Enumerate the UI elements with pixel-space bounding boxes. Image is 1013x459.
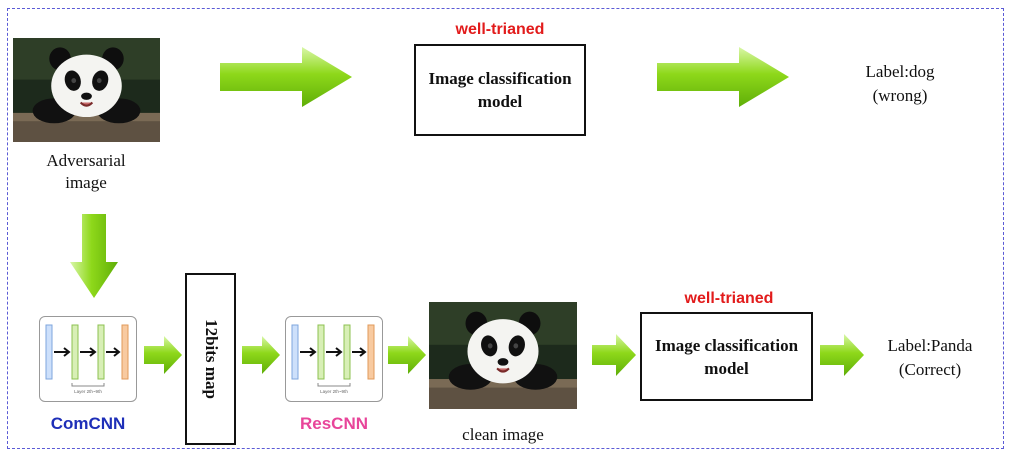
rescnn-network-diagram: Layer 2th~9th [285,316,383,402]
green-right-arrow-icon [590,332,638,378]
green-right-arrow-icon [142,334,184,376]
green-right-arrow-icon [218,45,354,109]
result-label-top: Label:dog [865,62,935,81]
result-note-top: (wrong) [872,86,928,105]
result-label-bottom: Label:Panda [887,336,973,355]
comcnn-network-diagram: Layer 2th~9th [39,316,137,402]
image-classification-model-bottom: Image classification model [640,312,813,401]
well-trained-label-top: well-trianed [455,21,545,38]
classifier-label-top: Image classification model [428,69,572,111]
green-right-arrow-icon [655,45,791,109]
12bits-map-label: 12bits map [201,319,221,399]
adversarial-image-caption: Adversarial image [46,151,126,192]
comcnn-layer-caption: Layer 2th~9th [74,389,102,394]
clean-image [429,302,577,409]
diagram-border [7,8,1004,449]
comcnn-label: ComCNN [50,414,126,433]
rescnn-label: ResCNN [299,414,369,433]
classifier-label-bottom: Image classification model [654,335,799,378]
rescnn-layer-caption: Layer 2th~9th [320,389,348,394]
result-note-bottom: (Correct) [898,360,962,379]
12bits-map-block: 12bits map [185,273,236,445]
well-trained-label-bottom: well-trianed [684,290,774,307]
clean-image-caption: clean image [462,425,544,444]
green-right-arrow-icon [240,334,282,376]
green-right-arrow-icon [818,332,866,378]
green-down-arrow-icon [68,212,120,300]
green-right-arrow-icon [386,334,428,376]
image-classification-model-top: Image classification model [414,44,586,136]
adversarial-image [13,38,160,142]
